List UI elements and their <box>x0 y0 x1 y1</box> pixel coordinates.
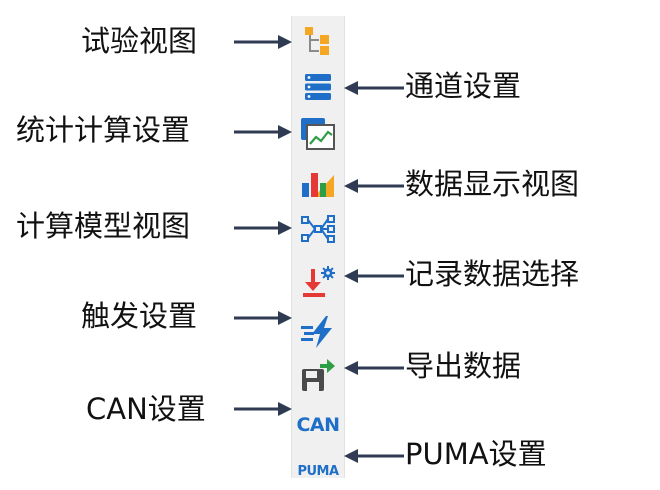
label-statistics-settings: 统计计算设置 <box>16 113 191 147</box>
chart-window-icon <box>301 118 335 150</box>
channel-settings-button[interactable] <box>298 68 338 106</box>
label-export-data: 导出数据 <box>405 349 522 383</box>
export-data-button[interactable] <box>298 357 338 395</box>
label-trigger-settings: 触发设置 <box>81 299 198 333</box>
statistics-settings-button[interactable] <box>298 115 338 153</box>
label-model-view: 计算模型视图 <box>16 209 191 243</box>
label-data-display-view: 数据显示视图 <box>405 167 580 201</box>
trigger-settings-button[interactable] <box>298 313 338 351</box>
save-export-icon <box>302 359 335 391</box>
node-graph-icon <box>301 215 335 243</box>
arrow-right <box>234 402 292 416</box>
label-test-view: 试验视图 <box>81 24 198 58</box>
label-channel-settings: 通道设置 <box>405 69 522 103</box>
label-can-settings: CAN设置 <box>86 392 206 426</box>
bar-chart-icon <box>302 173 334 197</box>
arrow-right <box>234 125 292 139</box>
model-view-button[interactable] <box>298 211 338 249</box>
arrow-right <box>234 311 292 325</box>
arrow-left <box>344 81 404 95</box>
can-text-icon: CAN <box>296 413 340 436</box>
label-record-data-select: 记录数据选择 <box>405 257 580 291</box>
arrow-left <box>344 179 404 193</box>
record-data-select-button[interactable] <box>298 264 338 302</box>
arrow-right <box>234 35 292 49</box>
tree-view-icon <box>305 27 329 55</box>
vertical-toolbar: CAN PUMA <box>291 16 345 478</box>
can-settings-button[interactable]: CAN <box>296 406 340 444</box>
arrow-left <box>344 449 404 463</box>
test-view-button[interactable] <box>298 22 338 60</box>
list-stack-icon <box>305 74 331 100</box>
download-gear-icon <box>303 266 335 297</box>
arrow-right <box>234 221 292 235</box>
puma-text-icon: PUMA <box>297 463 339 479</box>
lightning-icon <box>301 316 332 348</box>
puma-settings-button[interactable]: PUMA <box>297 452 339 490</box>
label-puma-settings: PUMA设置 <box>405 437 547 471</box>
data-display-view-button[interactable] <box>298 163 338 201</box>
arrow-left <box>344 269 404 283</box>
arrow-left <box>344 361 404 375</box>
